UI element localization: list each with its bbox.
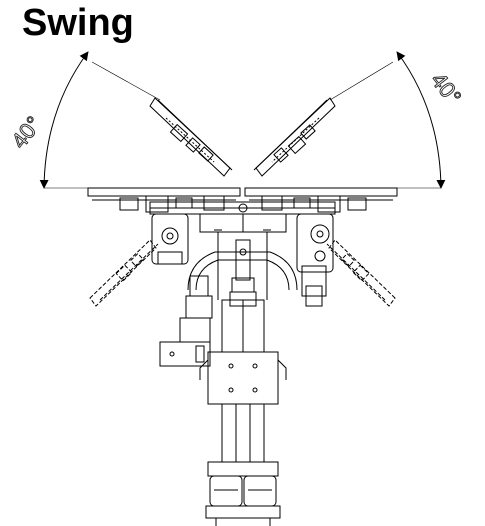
support-yoke <box>187 229 298 307</box>
radius-line-right <box>329 61 394 101</box>
base-unit <box>205 461 281 526</box>
left-pivot-arm <box>151 213 189 265</box>
angle-label-left: 40° <box>6 111 46 153</box>
upper-right-panel <box>253 97 336 177</box>
left-actuator <box>159 275 213 367</box>
upper-left-panel <box>149 97 233 177</box>
angle-label-right: 40° <box>426 68 466 110</box>
lower-left-panel <box>89 239 159 307</box>
main-column <box>199 299 287 463</box>
swing-arc-left <box>39 51 89 189</box>
swing-arc-right <box>396 51 446 189</box>
lower-right-panel <box>326 239 396 307</box>
horizontal-panel-left <box>87 187 241 213</box>
page-title: Swing <box>22 2 134 44</box>
center-crossbar <box>149 201 336 233</box>
right-pivot-arm <box>296 213 334 307</box>
radius-line-left <box>91 61 161 101</box>
